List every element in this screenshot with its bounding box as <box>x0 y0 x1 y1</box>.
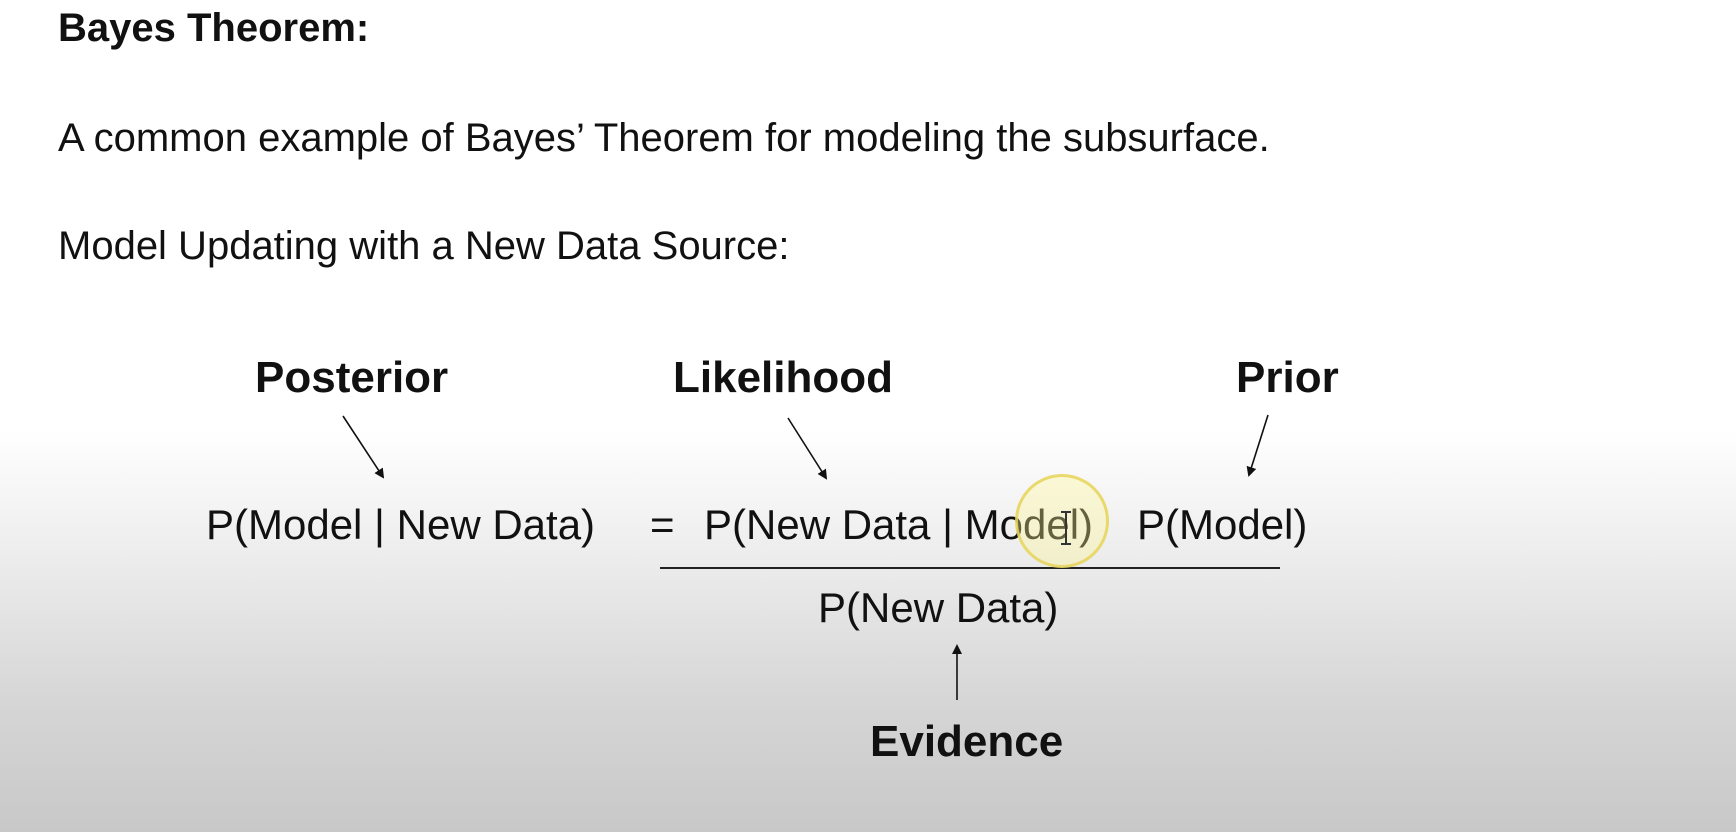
evidence-label: Evidence <box>870 717 1064 766</box>
posterior-term: P(Model | New Data) <box>206 501 596 548</box>
fraction-bar <box>660 567 1280 569</box>
prior-label: Prior <box>1236 353 1339 402</box>
likelihood-arrow <box>787 417 828 480</box>
text-cursor-icon <box>1061 511 1071 545</box>
posterior-label: Posterior <box>255 353 449 402</box>
slide-title: Bayes Theorem: <box>58 6 370 50</box>
prior-term: P(Model) <box>1137 501 1308 548</box>
likelihood-label: Likelihood <box>673 353 893 402</box>
equals-sign: = <box>650 501 675 548</box>
evidence-term: P(New Data) <box>818 584 1059 631</box>
intro-text: A common example of Bayes’ Theorem for m… <box>58 116 1270 160</box>
prior-arrow <box>1246 414 1269 477</box>
cursor-highlight <box>1015 474 1109 568</box>
posterior-arrow <box>342 415 385 479</box>
subheading-text: Model Updating with a New Data Source: <box>58 224 790 268</box>
